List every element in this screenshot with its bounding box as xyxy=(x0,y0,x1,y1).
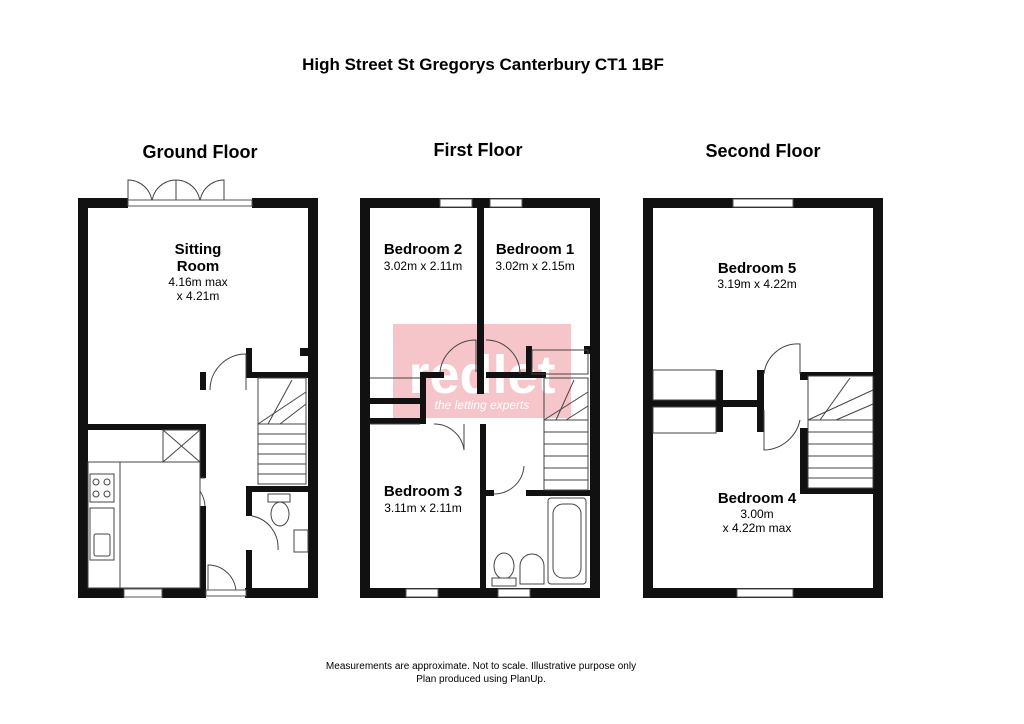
bedroom-5-name: Bedroom 5 xyxy=(718,260,796,277)
second-floor-plan: Bedroom 5 3.19m x 4.22m Bedroom 4 3.00m … xyxy=(643,198,883,598)
ground-wall-top-left xyxy=(78,198,128,208)
bathroom-fittings xyxy=(491,497,587,587)
bedroom-2-window xyxy=(439,198,473,208)
bedroom-1-door xyxy=(485,339,521,375)
bedroom-5-door xyxy=(763,343,801,375)
bedroom-4-window xyxy=(736,588,794,598)
bedroom-1-name: Bedroom 1 xyxy=(496,241,574,258)
first-floor-label: First Floor xyxy=(434,140,523,160)
bedroom-2-door xyxy=(439,339,477,373)
ground-hall-door xyxy=(209,353,247,391)
first-floor-plan: Bedroom 2 3.02m x 2.11m Bedroom 1 3.02m … xyxy=(360,198,600,598)
ground-wall-right xyxy=(308,198,318,598)
watermark-tagline: the letting experts xyxy=(435,398,530,412)
ground-wc-fittings xyxy=(267,493,309,553)
bedroom-1-dim: 3.02m x 2.15m xyxy=(495,259,574,273)
plan-title: High Street St Gregorys Canterbury CT1 1… xyxy=(302,55,664,74)
bathroom-door xyxy=(493,465,525,495)
ground-floor-plan: Sitting Room 4.16m max x 4.21m xyxy=(78,179,318,598)
bedroom-5-window xyxy=(732,198,794,208)
bedroom-3-name: Bedroom 3 xyxy=(384,483,462,500)
ground-wall-bottom-mid xyxy=(162,588,206,598)
bedroom-2-dim: 3.02m x 2.11m xyxy=(384,259,462,273)
ground-wall-bottom-left xyxy=(78,588,124,598)
first-stairs xyxy=(531,349,589,491)
sitting-room-name-2: Room xyxy=(177,258,220,275)
ground-front-door xyxy=(207,564,237,594)
sitting-room-name-1: Sitting xyxy=(175,241,222,258)
bedroom-4-name: Bedroom 4 xyxy=(718,490,797,507)
ground-kitchen-window xyxy=(123,588,163,598)
ground-wall-bottom-right xyxy=(245,588,318,598)
ground-kitchen-fittings xyxy=(87,429,201,589)
ground-wall-left xyxy=(78,198,88,598)
footer-disclaimer: Measurements are approximate. Not to sca… xyxy=(326,661,636,672)
second-stairs xyxy=(807,375,874,489)
french-doors xyxy=(127,179,253,207)
bedroom-3-door xyxy=(433,423,465,451)
bedroom-3-dim: 3.11m x 2.11m xyxy=(384,501,462,515)
bathroom-window xyxy=(497,588,531,598)
bedroom-4-dim-1: 3.00m xyxy=(740,507,773,521)
ground-floor-label: Ground Floor xyxy=(143,142,258,162)
sitting-room-dim-1: 4.16m max xyxy=(168,275,227,289)
second-floor-label: Second Floor xyxy=(705,141,820,161)
bedroom-5-dim: 3.19m x 4.22m xyxy=(717,277,796,291)
bedroom-3-window xyxy=(405,588,439,598)
bedroom-4-dim-2: x 4.22m max xyxy=(723,521,792,535)
footer-credit: Plan produced using PlanUp. xyxy=(416,674,546,685)
sitting-room-dim-2: x 4.21m xyxy=(177,289,220,303)
ground-wc-door xyxy=(251,515,279,551)
ground-stairs xyxy=(257,377,307,485)
ground-wall-top-right xyxy=(252,198,318,208)
bedroom-1-window xyxy=(489,198,523,208)
bedroom-2-name: Bedroom 2 xyxy=(384,241,462,258)
bedroom-4-door xyxy=(763,410,801,451)
